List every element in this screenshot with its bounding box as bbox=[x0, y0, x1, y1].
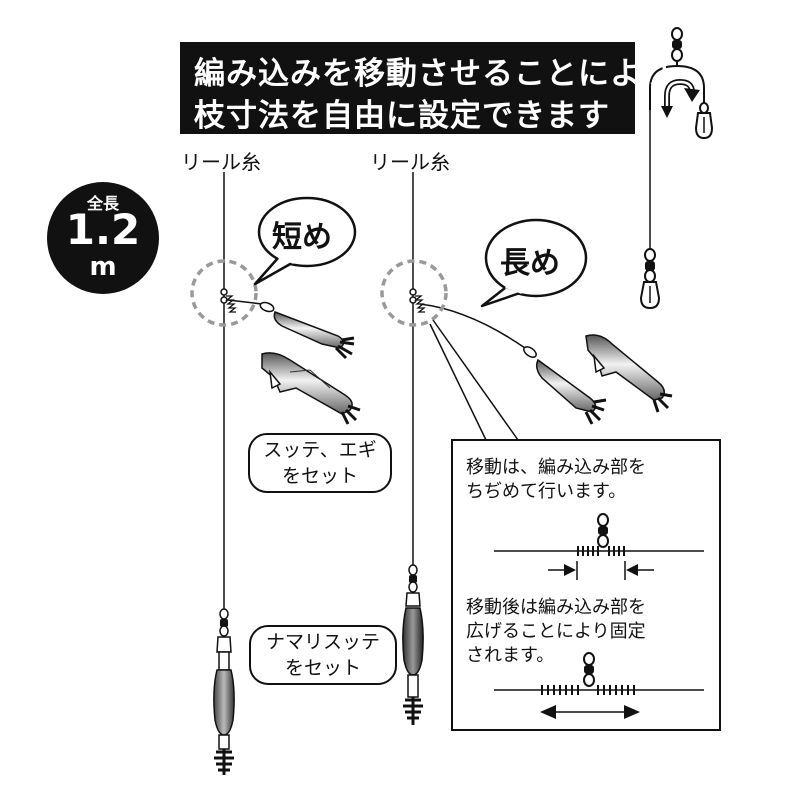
title-banner: 編み込みを移動させることにより 枝寸法を自由に設定できます bbox=[180, 42, 672, 134]
jig-left-attached bbox=[259, 301, 355, 360]
move-line-2: ちぢめて行います。 bbox=[466, 481, 627, 502]
sutte-egi-label: スッテ、エギ をセット bbox=[249, 437, 391, 489]
badge-label: 全長 bbox=[86, 194, 119, 213]
namari-label: ナマリスッテ をセット bbox=[250, 629, 396, 681]
callout-lines bbox=[429, 319, 519, 441]
namari-box bbox=[249, 625, 397, 685]
egi-left-loose bbox=[261, 352, 361, 425]
left-sinker-jig bbox=[213, 608, 235, 775]
badge-unit: m bbox=[89, 252, 117, 282]
bubble-short-text: 短め bbox=[272, 220, 332, 255]
reel-line-label-right: リール糸 bbox=[370, 150, 450, 174]
bubble-long bbox=[480, 218, 588, 308]
move-line-1: 移動は、編み込み部を bbox=[466, 457, 646, 478]
badge-value: 1.2 bbox=[65, 205, 141, 254]
move-instructions: 移動は、編み込み部を ちぢめて行います。 bbox=[466, 456, 646, 504]
snap-swivel-rig bbox=[639, 27, 714, 310]
left-rig bbox=[190, 172, 263, 610]
after-line-3: されます。 bbox=[466, 645, 555, 666]
reel-line-label-left: リール糸 bbox=[181, 150, 261, 174]
jig-right-attached bbox=[523, 346, 607, 425]
after-line-2: 広げることにより固定 bbox=[466, 621, 646, 642]
egi-right-loose bbox=[585, 334, 673, 413]
bubble-short bbox=[253, 196, 357, 286]
bubble-long-text: 長め bbox=[500, 246, 560, 281]
after-move-instructions: 移動後は編み込み部を 広げることにより固定 されます。 bbox=[466, 596, 646, 668]
right-sinker-jig bbox=[402, 564, 424, 725]
namari-line-1: ナマリスッテ bbox=[265, 631, 380, 653]
total-length-badge: 全長 1.2 m bbox=[47, 182, 159, 294]
right-rig bbox=[380, 172, 526, 566]
sutte-egi-line-2: をセット bbox=[281, 465, 358, 487]
banner-line-1: 編み込みを移動させることにより bbox=[194, 56, 674, 92]
namari-line-2: をセット bbox=[284, 657, 361, 679]
shrink-diagram bbox=[494, 513, 704, 580]
sutte-egi-line-1: スッテ、エギ bbox=[263, 439, 377, 461]
banner-line-2: 枝寸法を自由に設定できます bbox=[194, 98, 610, 134]
after-line-1: 移動後は編み込み部を bbox=[466, 597, 646, 618]
sutte-egi-box bbox=[248, 433, 392, 493]
spread-diagram bbox=[494, 652, 704, 719]
